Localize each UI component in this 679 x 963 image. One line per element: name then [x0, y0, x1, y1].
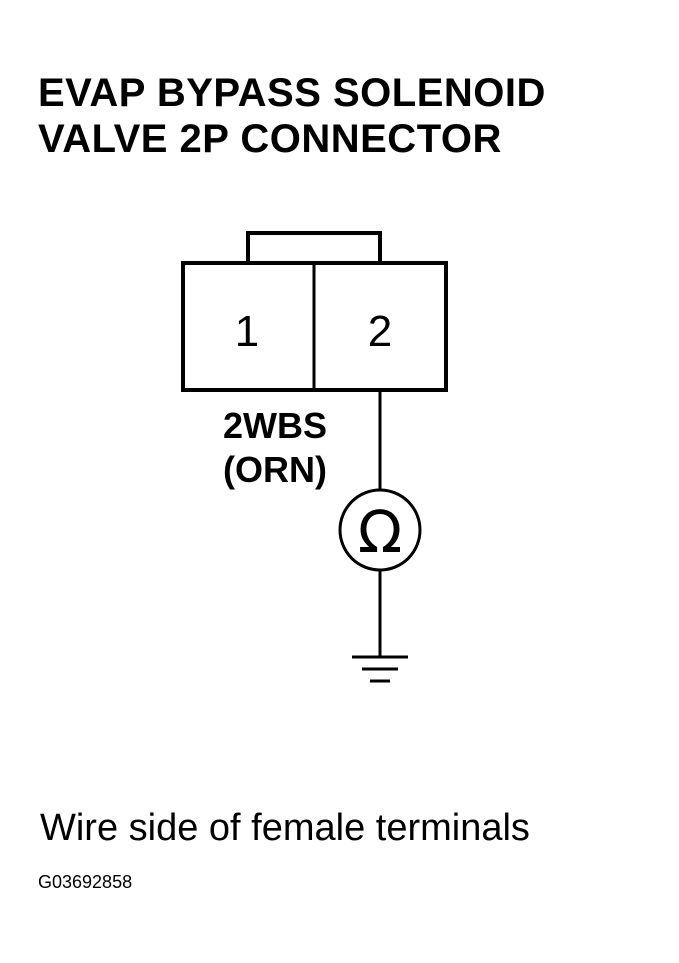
- diagram-title: EVAP BYPASS SOLENOID VALVE 2P CONNECTOR: [38, 70, 546, 162]
- ohmmeter-icon: Ω: [338, 488, 422, 572]
- figure-id: G03692858: [38, 872, 133, 892]
- diagram-caption: Wire side of female terminals: [40, 807, 530, 849]
- title-line-1: EVAP BYPASS SOLENOID: [38, 71, 546, 115]
- title-line-2: VALVE 2P CONNECTOR: [38, 117, 502, 161]
- terminal-1-label: 1: [235, 307, 259, 356]
- ground-icon: [352, 655, 408, 683]
- connector-lock-tab: [246, 231, 382, 263]
- wire-color-label: (ORN): [223, 449, 327, 490]
- terminal-2-label: 2: [368, 307, 392, 356]
- ohm-symbol: Ω: [358, 498, 402, 566]
- wire-code-label: 2WBS: [223, 405, 327, 446]
